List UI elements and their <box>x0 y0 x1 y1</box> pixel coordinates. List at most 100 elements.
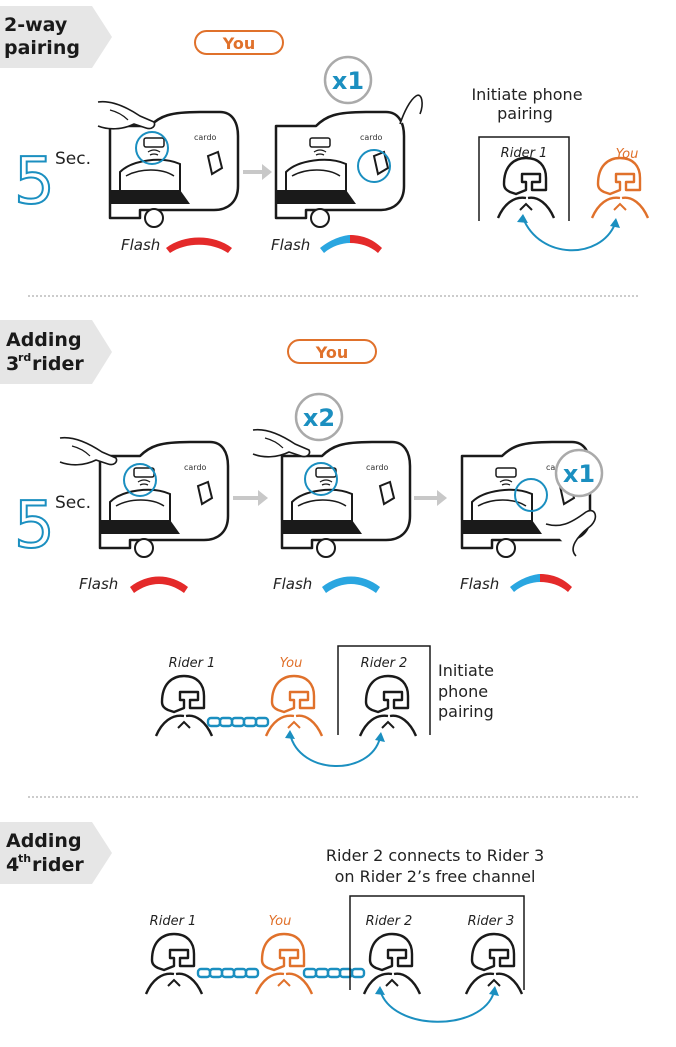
arrow-right-icon <box>243 164 272 180</box>
hold-seconds-unit: Sec. <box>55 493 91 513</box>
phone-frame <box>337 645 431 735</box>
section-adding-3rd-rider: Adding 3 rd rider You 5 Sec. cardo Flash <box>0 320 604 767</box>
helmet-icon <box>362 932 422 996</box>
helmet-icon <box>464 932 524 996</box>
rider-label-you: You <box>280 656 303 671</box>
step-press: cardo x1 Flash <box>271 55 423 254</box>
four-rider-diagram: Rider 1 You Rider 2 Rider 3 <box>144 895 525 1023</box>
arrowhead-icon <box>610 218 620 228</box>
instruction-line2: phone <box>438 682 488 701</box>
flash-label: Flash <box>121 236 160 254</box>
section-tab: Adding 4 th rider <box>0 822 112 884</box>
flash-indicator-red <box>130 576 188 593</box>
you-pill: You <box>194 30 284 55</box>
section-title-superscript: th <box>18 852 31 865</box>
press-count-badge <box>554 448 604 498</box>
highlight-ring <box>357 149 391 183</box>
section-title-line2: pairing <box>4 37 80 59</box>
flash-indicator-blue <box>322 576 380 593</box>
section-title-line1: Adding <box>6 329 82 351</box>
phone-frame <box>478 136 570 221</box>
flash-indicator-red <box>350 235 382 253</box>
chain-icon <box>206 716 270 728</box>
instruction-line2: pairing <box>497 104 553 123</box>
flash-label: Flash <box>271 236 310 254</box>
helmet-icon <box>358 674 418 738</box>
instruction-line2: on Rider 2’s free channel <box>335 867 536 886</box>
device-logo: cardo <box>194 133 217 142</box>
section-2way-pairing: 2-way pairing You 5 Sec. cardo Flash c <box>0 6 650 254</box>
intercom-device: cardo <box>280 440 412 559</box>
instruction-line3: pairing <box>438 702 494 721</box>
helmet-icon <box>264 674 324 738</box>
helmet-icon <box>254 932 314 996</box>
intercom-device: cardo <box>98 440 230 559</box>
section-title-line1: 2-way <box>4 14 68 36</box>
press-count: x1 <box>332 67 364 95</box>
arrow-right-icon <box>414 490 447 506</box>
chain-icon <box>302 967 366 979</box>
pressing-finger <box>252 428 311 458</box>
press-count-badge <box>294 392 344 442</box>
rider-label: Rider 2 <box>361 656 408 671</box>
arrowhead-icon <box>285 730 295 739</box>
step-hold: 5 Sec. cardo Flash <box>13 100 240 254</box>
highlight-ring <box>514 478 548 512</box>
rider-label: Rider 1 <box>150 914 197 929</box>
pressing-finger <box>59 436 118 466</box>
section-tab: Adding 3 rd rider <box>0 320 112 384</box>
step-press-once: cardo x1 Flash <box>460 440 604 593</box>
device-logo: cardo <box>184 463 207 472</box>
section-title-number: 3 <box>6 353 19 375</box>
flash-label: Flash <box>273 575 312 593</box>
flash-indicator-blue <box>320 235 350 253</box>
press-count: x2 <box>303 404 335 432</box>
flash-indicator-blue <box>510 574 540 592</box>
flash-indicator-red <box>540 574 572 592</box>
instruction-line1: Initiate <box>438 661 494 680</box>
you-pill-label: You <box>222 34 256 53</box>
intercom-device: cardo <box>274 110 406 229</box>
pressing-finger <box>97 100 156 130</box>
hold-seconds-unit: Sec. <box>55 149 91 169</box>
you-pill-label: You <box>315 343 349 362</box>
section-title-word: rider <box>32 353 84 375</box>
rider-label: Rider 3 <box>468 914 515 929</box>
rider-label: Rider 1 <box>501 146 548 161</box>
press-count: x1 <box>563 460 595 488</box>
rider-label: Rider 2 <box>366 914 413 929</box>
helmet-icon <box>154 674 214 738</box>
arrowhead-icon <box>375 732 385 742</box>
arrowhead-icon <box>517 214 528 223</box>
helmet-icon <box>144 932 204 996</box>
arrowhead-icon <box>489 986 499 996</box>
pressing-hand <box>399 94 423 125</box>
instruction-line1: Initiate phone <box>471 85 582 104</box>
device-logo: cardo <box>366 463 389 472</box>
highlight-ring <box>135 131 169 165</box>
bracket-frame <box>349 895 525 990</box>
flash-label: Flash <box>460 575 499 593</box>
section-title-number: 4 <box>6 854 19 876</box>
pressing-hand <box>545 509 597 557</box>
section-tab: 2-way pairing <box>0 6 112 68</box>
section-title-line1: Adding <box>6 830 82 852</box>
helmet-icon <box>590 156 650 220</box>
pairing-arc <box>289 733 381 767</box>
rider-label: Rider 1 <box>169 656 216 671</box>
pairing-arc <box>379 989 495 1023</box>
hold-seconds-number: 5 <box>14 145 55 219</box>
flash-label: Flash <box>79 575 118 593</box>
rider-label-you: You <box>269 914 292 929</box>
step-press-twice: cardo x2 Flash <box>252 392 412 593</box>
press-count-badge <box>323 55 373 105</box>
chain-icon <box>196 967 260 979</box>
step-hold: 5 Sec. cardo Flash <box>13 436 230 593</box>
section-title-superscript: rd <box>18 351 31 364</box>
phone-pairing-diagram: Initiate phone pairing Rider 1 You <box>471 85 650 252</box>
section-title-word: rider <box>32 854 84 876</box>
intercom-device: cardo <box>108 110 240 229</box>
instruction-line1: Rider 2 connects to Rider 3 <box>326 846 544 865</box>
arrowhead-icon <box>375 986 385 995</box>
